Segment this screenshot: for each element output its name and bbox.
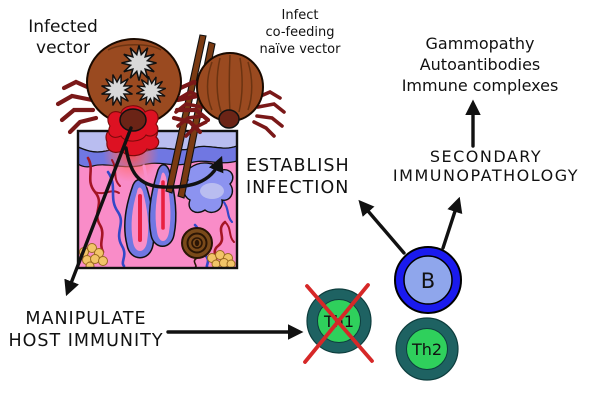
fat-cells [79,243,236,268]
th1-cross-out [303,283,374,364]
b-cell: B [394,246,462,314]
naive-tick-head [218,109,240,129]
manipulate-arrow [64,126,133,297]
th1-cell: Th1 [303,283,374,364]
th2-cytoplasm [406,328,448,370]
establish-infection-label: ESTABLISH INFECTION [246,156,350,198]
th2-cell: Th2 [395,317,459,381]
b-cell-cytoplasm [403,255,453,305]
naive-tick [174,52,286,138]
establish-infection-arrow [358,199,406,255]
th2-label: Th2 [411,340,442,359]
outcomes-label: Gammopathy Autoantibodies Immune complex… [401,34,559,95]
secondary-immunopathology-label: SECONDARY IMMUNOPATHOLOGY [392,147,580,185]
infect-cofeeding-label: Infect co-feeding naïve vector [259,8,341,57]
infected-vector-label: Infected vector [28,17,98,58]
b-cell-label: B [421,269,435,293]
coiled-gland [181,227,213,268]
infected-tick [55,38,215,142]
cofeeding-transmission-arrow [124,146,224,189]
infected-tick-head [119,108,147,132]
arrows [64,99,481,340]
naive-tick-striations [206,54,253,115]
feeding-pool-highlight [200,183,224,199]
manipulate-host-immunity-label: MANIPULATE HOST IMMUNITY [8,309,164,351]
hair-follicles [124,164,177,259]
skin-cross-section [76,129,239,270]
secondary-immunopathology-arrow [441,196,463,250]
naive-tick-legs [174,89,286,138]
